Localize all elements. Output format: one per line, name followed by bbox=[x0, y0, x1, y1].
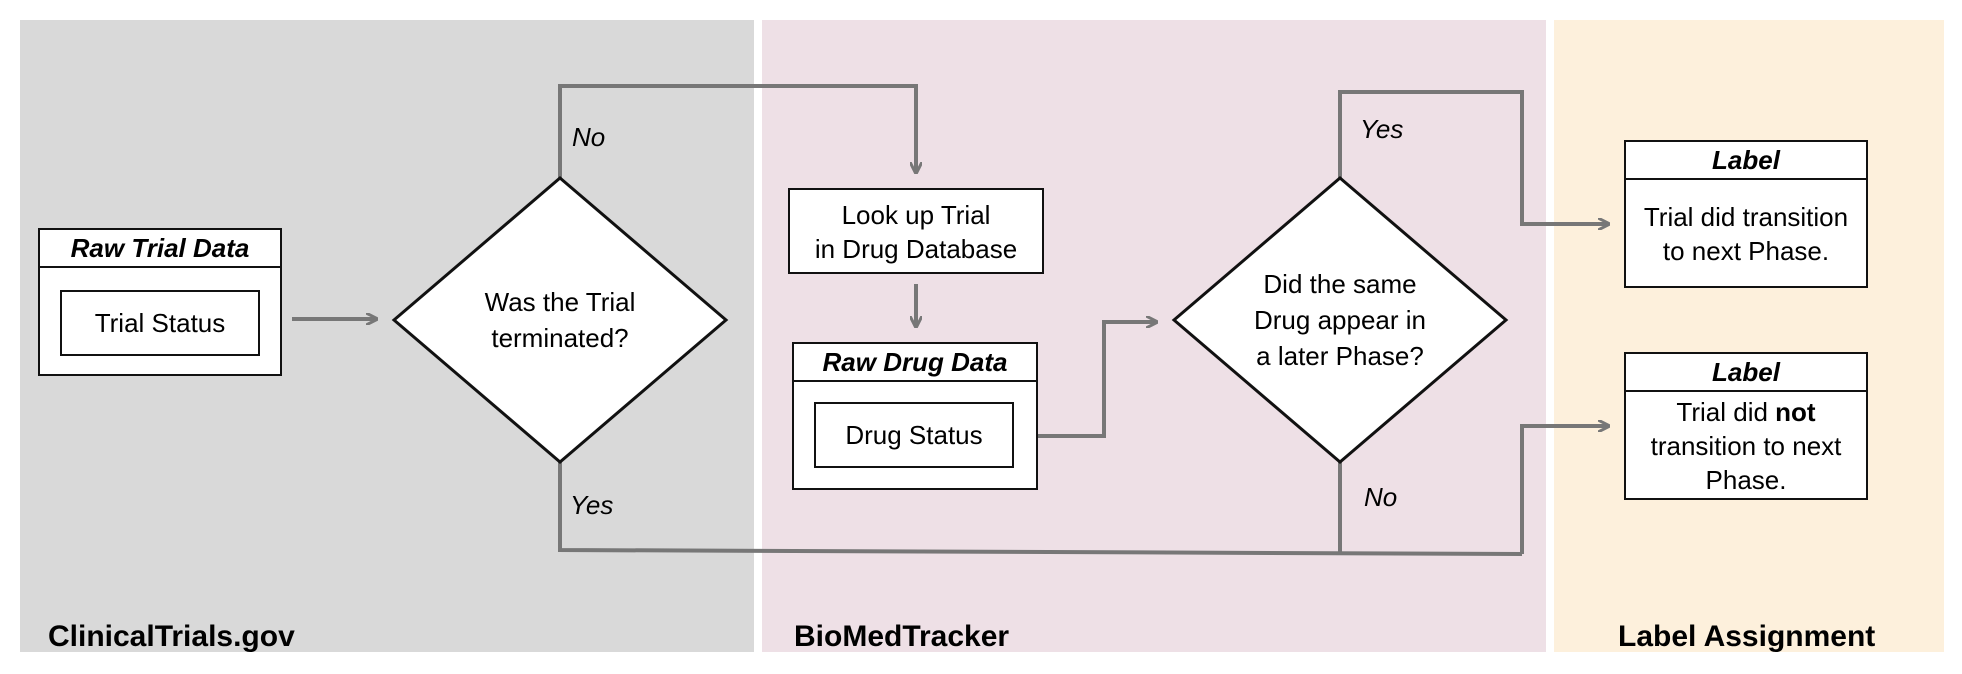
decision-terminated-diamond bbox=[391, 176, 729, 464]
lane-title-biomedtracker: BioMedTracker bbox=[794, 620, 1010, 653]
arrow-terminated-yes bbox=[558, 462, 1523, 556]
decision-phase-text: Did the same Drug appear in a later Phas… bbox=[1254, 269, 1426, 371]
lane-label-assignment bbox=[1554, 20, 1944, 652]
edge-label-phase-yes: Yes bbox=[1360, 114, 1404, 144]
decision-phase-diamond bbox=[1171, 176, 1509, 464]
label-not-transitioned-title: Label bbox=[1626, 354, 1866, 392]
decision-terminated-text: Was the Trial terminated? bbox=[484, 287, 636, 353]
raw-drug-data-box: Raw Drug Data Drug Status bbox=[792, 342, 1038, 490]
edge-label-terminated-no: No bbox=[572, 122, 606, 152]
raw-trial-data-box: Raw Trial Data Trial Status bbox=[38, 228, 282, 376]
raw-trial-data-title: Raw Trial Data bbox=[40, 230, 280, 268]
lookup-line2: in Drug Database bbox=[814, 234, 1018, 264]
lookup-line1: Look up Trial bbox=[841, 200, 991, 230]
arrow-drug-to-phase bbox=[1038, 322, 1156, 438]
label-transitioned-box: Label Trial did transition to next Phase… bbox=[1624, 140, 1868, 288]
arrow-terminated-no bbox=[558, 84, 916, 178]
label-not-transitioned-box: Label Trial did not transition to next P… bbox=[1624, 352, 1868, 500]
lane-title-label-assignment: Label Assignment bbox=[1618, 620, 1876, 653]
trial-status-field: Trial Status bbox=[60, 290, 260, 356]
label-not-transitioned-body: Trial did not transition to next Phase. bbox=[1650, 397, 1842, 495]
label-transitioned-title: Label bbox=[1626, 142, 1866, 180]
lookup-trial-box: Look up Trial in Drug Database bbox=[788, 188, 1044, 274]
arrow-to-label-no bbox=[1520, 426, 1608, 554]
edge-label-terminated-yes: Yes bbox=[570, 490, 614, 520]
raw-drug-data-title: Raw Drug Data bbox=[794, 344, 1036, 382]
drug-status-field: Drug Status bbox=[814, 402, 1014, 468]
label-transitioned-body: Trial did transition to next Phase. bbox=[1643, 202, 1849, 266]
lane-title-clinicaltrials: ClinicalTrials.gov bbox=[48, 620, 295, 653]
arrow-phase-yes bbox=[1338, 90, 1608, 224]
edge-label-phase-no: No bbox=[1364, 482, 1398, 512]
